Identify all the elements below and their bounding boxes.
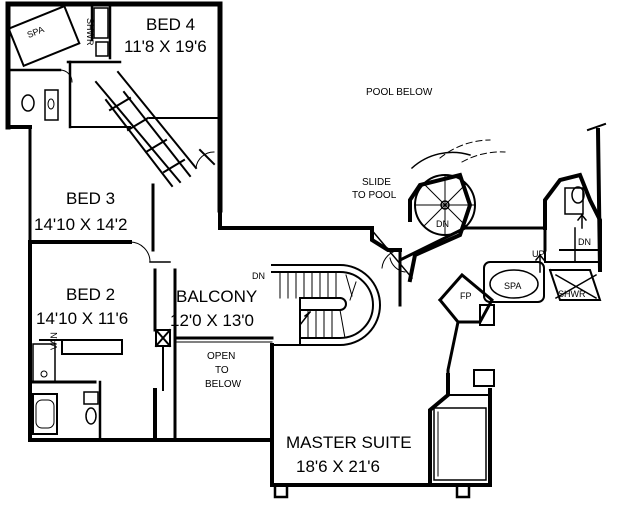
open-to-below-3: BELOW: [205, 379, 242, 390]
master-shwr-label: SHWR: [558, 289, 586, 299]
master-closet: [433, 407, 487, 481]
stair-dn-label: DN: [252, 271, 265, 281]
master-name: MASTER SUITE: [286, 433, 412, 452]
balcony-walls: [149, 261, 274, 442]
bed4-bath-fixtures: [7, 4, 109, 121]
master-bath: [483, 122, 607, 303]
bed4-name: BED 4: [146, 15, 196, 34]
balcony-name: BALCONY: [176, 287, 258, 306]
open-to-below-1: OPEN: [207, 351, 236, 362]
diagonal-hall: [94, 70, 216, 188]
bed3-walls: [28, 180, 155, 263]
bed2-name: BED 2: [66, 285, 116, 304]
bath-up-label: UP: [532, 249, 545, 259]
spiral-dn-label: DN: [436, 219, 449, 229]
slide-label-1: SLIDE: [362, 177, 391, 188]
bed4-walls: [5, 1, 223, 213]
pool-below-label: POOL BELOW: [366, 87, 433, 98]
bed2-size: 14'10 X 11'6: [36, 309, 129, 328]
fp-label: FP: [460, 291, 472, 301]
bed4-shwr-label: SHWR: [85, 18, 95, 46]
central-stair: [271, 264, 382, 346]
bed2-van-label: VAN: [49, 332, 59, 350]
balcony-size: 12'0 X 13'0: [170, 311, 255, 330]
master-walls: [270, 226, 547, 499]
slide-label-2: TO POOL: [352, 190, 397, 201]
bed3-name: BED 3: [66, 189, 116, 208]
master-spa-label: SPA: [504, 281, 522, 291]
bed4-size: 11'8 X 19'6: [124, 37, 207, 56]
master-size: 18'6 X 21'6: [296, 457, 381, 476]
bed2-closet: [61, 339, 123, 355]
fireplace: [437, 272, 495, 382]
master-spa-tub: [483, 261, 545, 303]
bed4-spa-tub: [7, 4, 81, 68]
open-to-below-2: TO: [215, 365, 229, 376]
spiral-stair: [407, 139, 506, 283]
chase: [154, 328, 172, 391]
bed3-size: 14'10 X 14'2: [34, 215, 128, 234]
bed2-vanity: [32, 343, 56, 383]
bed2-tub: [32, 393, 58, 435]
bed2-walls: [28, 240, 157, 442]
bath-dn-label: DN: [578, 237, 591, 247]
